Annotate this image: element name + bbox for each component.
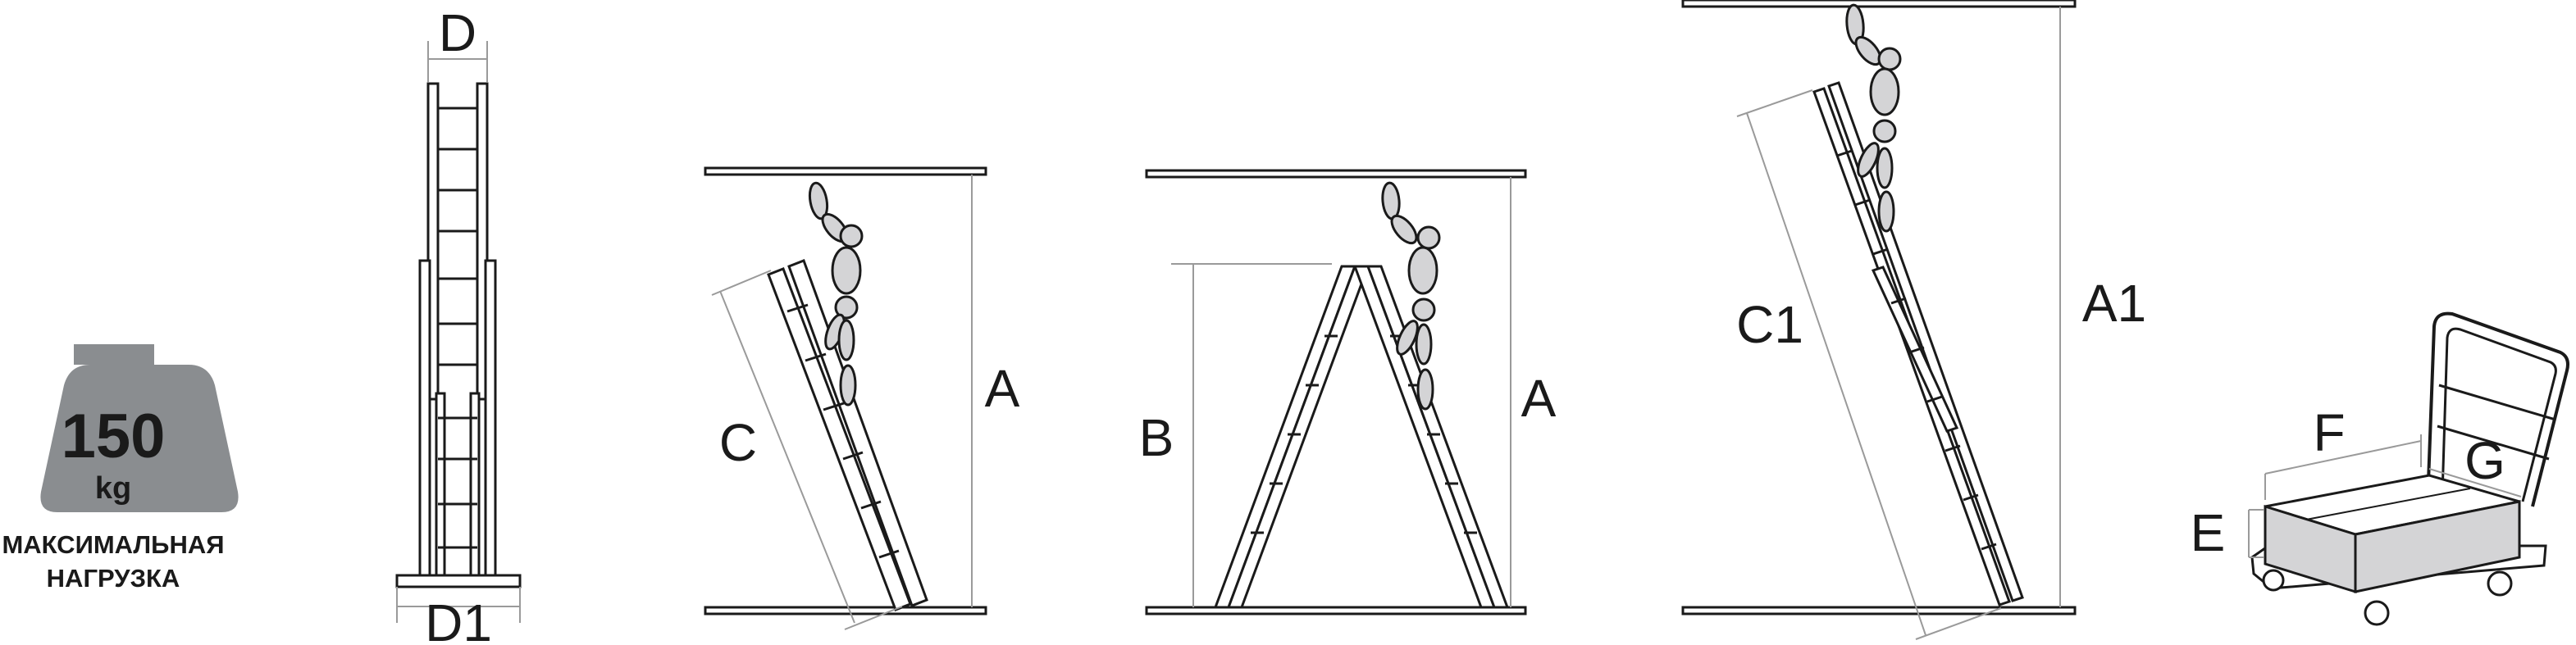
trolley-wheels <box>2262 569 2513 626</box>
dim-label-F: F <box>2313 403 2345 462</box>
dim-label-A1: A1 <box>2082 274 2146 333</box>
dim-label-C: C <box>719 413 757 472</box>
dim-label-A-lean: A <box>985 359 1020 418</box>
dim-label-C1: C1 <box>1736 295 1803 354</box>
trolley-handle <box>2424 311 2569 550</box>
max-load-badge: 150 kg МАКСИМАЛЬНАЯ НАГРУЗКА <box>2 344 239 593</box>
dim-label-B: B <box>1139 408 1174 467</box>
folded-ladder: D D1 <box>395 3 522 645</box>
leaning-ladder-diagram: A C <box>704 166 1020 630</box>
badge-caption-line2: НАГРУЗКА <box>47 564 180 593</box>
climbing-figure-trestle <box>1381 181 1441 411</box>
package-trolley-diagram: E F G <box>2191 311 2569 626</box>
weight-icon <box>40 344 239 512</box>
dim-label-A-trestle: A <box>1521 369 1557 428</box>
badge-caption-line1: МАКСИМАЛЬНАЯ <box>2 530 224 559</box>
dim-label-D1: D1 <box>425 593 492 645</box>
dim-label-G: G <box>2464 431 2505 490</box>
badge-value: 150 <box>62 402 166 471</box>
rungs <box>438 107 477 549</box>
extended-ladder-diagram: A1 C1 <box>1681 0 2146 640</box>
climbing-figure-extended <box>1845 3 1902 233</box>
badge-unit: kg <box>95 471 131 506</box>
climbing-figure <box>808 181 864 407</box>
dim-label-E: E <box>2191 503 2226 562</box>
dim-label-D: D <box>439 3 476 62</box>
trestle-ladder-diagram: A B <box>1139 169 1557 615</box>
